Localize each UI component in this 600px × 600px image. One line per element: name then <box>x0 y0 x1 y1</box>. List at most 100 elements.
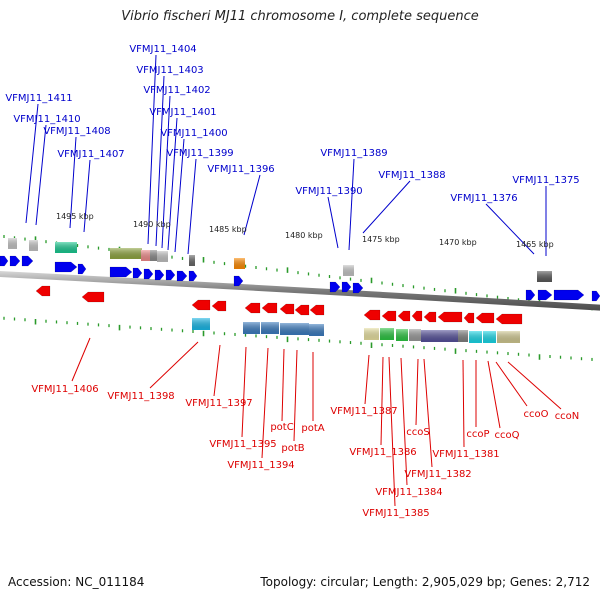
bottom-gene-label-leader <box>241 346 247 438</box>
bottom-gene-label: potA <box>301 423 324 434</box>
forward-gene-arrow <box>591 290 600 302</box>
forward-gene-arrow <box>188 270 198 282</box>
reverse-gene-arrow <box>244 302 261 314</box>
feature-box-shade <box>380 328 394 340</box>
reverse-gene-arrow <box>475 312 495 324</box>
bottom-gene-label-leader <box>415 358 419 426</box>
top-gene-label: VFMJ11_1407 <box>57 149 124 160</box>
top-gene-label-leader <box>69 136 77 229</box>
forward-gene-arrow <box>329 281 341 293</box>
feature-box-shade <box>537 271 552 282</box>
bottom-gene-label-leader <box>71 337 91 382</box>
top-gene-label-leader <box>155 75 165 247</box>
top-gene-label: VFMJ11_1376 <box>450 193 517 204</box>
feature-box-shade <box>469 331 482 343</box>
bottom-gene-label: VFMJ11_1382 <box>404 469 471 480</box>
forward-gene-arrow <box>9 255 21 267</box>
feature-box-shade <box>192 318 210 330</box>
feature-box-shade <box>234 258 245 269</box>
bottom-gene-label-leader <box>495 361 528 407</box>
feature-box-shade <box>243 322 260 334</box>
top-gene-label-leader <box>25 103 39 224</box>
feature-box-shade <box>364 328 379 340</box>
top-gene-label: VFMJ11_1410 <box>13 114 80 125</box>
feature-box-shade <box>8 238 17 249</box>
top-gene-label-leader <box>327 196 339 249</box>
feature-box-shade <box>110 248 142 259</box>
forward-gene-arrow <box>176 270 188 282</box>
top-gene-label-leader <box>348 158 355 251</box>
top-gene-label-leader <box>485 203 535 255</box>
top-gene-label: VFMJ11_1404 <box>129 44 196 55</box>
reverse-gene-arrow <box>411 310 423 322</box>
forward-gene-arrow <box>165 269 176 281</box>
bottom-gene-label-leader <box>487 360 501 429</box>
reverse-gene-arrow <box>279 303 295 315</box>
reverse-gene-arrow <box>294 304 310 316</box>
bottom-gene-label: VFMJ11_1386 <box>349 447 416 458</box>
top-gene-label-leader <box>187 158 197 255</box>
feature-box-shade <box>421 330 459 342</box>
forward-gene-arrow <box>0 255 9 267</box>
accession-text: Accession: NC_011184 <box>8 575 145 589</box>
bottom-gene-label: ccoP <box>466 429 489 440</box>
top-gene-label: VFMJ11_1403 <box>136 65 203 76</box>
forward-gene-arrow <box>154 269 165 281</box>
bottom-gene-label: ccoO <box>524 409 549 420</box>
top-gene-label: VFMJ11_1408 <box>43 126 110 137</box>
reverse-gene-arrow <box>309 304 325 316</box>
bottom-gene-label-leader <box>261 347 269 459</box>
bottom-gene-label: VFMJ11_1406 <box>31 384 98 395</box>
top-gene-label-leader <box>243 174 261 236</box>
top-gene-label: VFMJ11_1399 <box>166 148 233 159</box>
feature-box-shade <box>280 323 295 335</box>
scale-label: 1485 kbp <box>209 225 247 234</box>
feature-box-shade <box>189 255 195 266</box>
reverse-gene-arrow <box>35 285 51 297</box>
bottom-gene-label-leader <box>213 344 221 397</box>
forward-gene-arrow <box>553 289 585 301</box>
forward-gene-arrow <box>132 267 143 279</box>
reverse-gene-arrow <box>261 302 278 314</box>
reverse-gene-arrow <box>463 312 475 324</box>
feature-box-shade <box>309 324 324 336</box>
scale-label: 1490 kbp <box>133 220 171 229</box>
feature-box-shade <box>409 329 421 341</box>
bottom-gene-label-leader <box>149 341 199 389</box>
bottom-gene-label: VFMJ11_1398 <box>107 391 174 402</box>
bottom-gene-label-leader <box>380 356 384 446</box>
scale-label: 1480 kbp <box>285 231 323 240</box>
forward-gene-arrow <box>233 275 244 287</box>
bottom-gene-label: VFMJ11_1385 <box>362 508 429 519</box>
forward-gene-arrow <box>352 282 364 294</box>
bottom-gene-label: ccoN <box>555 411 580 422</box>
feature-box-shade <box>55 242 77 253</box>
feature-box-shade <box>150 250 157 261</box>
reverse-gene-arrow <box>495 313 523 325</box>
reverse-gene-arrow <box>191 299 211 311</box>
bottom-gene-label: VFMJ11_1394 <box>227 460 294 471</box>
top-gene-label: VFMJ11_1375 <box>512 175 579 186</box>
feature-box-shade <box>458 330 468 342</box>
top-gene-label: VFMJ11_1402 <box>143 85 210 96</box>
scale-label: 1470 kbp <box>439 238 477 247</box>
forward-gene-arrow <box>109 266 133 278</box>
feature-box-shade <box>343 265 354 276</box>
bottom-gene-label-leader <box>388 356 396 507</box>
bottom-gene-label-leader <box>462 359 465 448</box>
top-gene-label: VFMJ11_1388 <box>378 170 445 181</box>
top-gene-label: VFMJ11_1389 <box>320 148 387 159</box>
bottom-gene-label-leader <box>293 349 298 442</box>
top-gene-label-leader <box>35 124 47 226</box>
reverse-gene-arrow <box>363 309 381 321</box>
forward-gene-arrow <box>143 268 154 280</box>
scale-label: 1495 kbp <box>56 212 94 221</box>
feature-box-shade <box>497 331 520 343</box>
forward-gene-arrow <box>77 263 87 275</box>
bottom-gene-label-leader <box>507 361 562 410</box>
scale-label: 1465 kbp <box>516 240 554 249</box>
reverse-gene-arrow <box>211 300 227 312</box>
chromosome-backbone <box>0 271 600 311</box>
feature-box-shade <box>29 240 38 251</box>
